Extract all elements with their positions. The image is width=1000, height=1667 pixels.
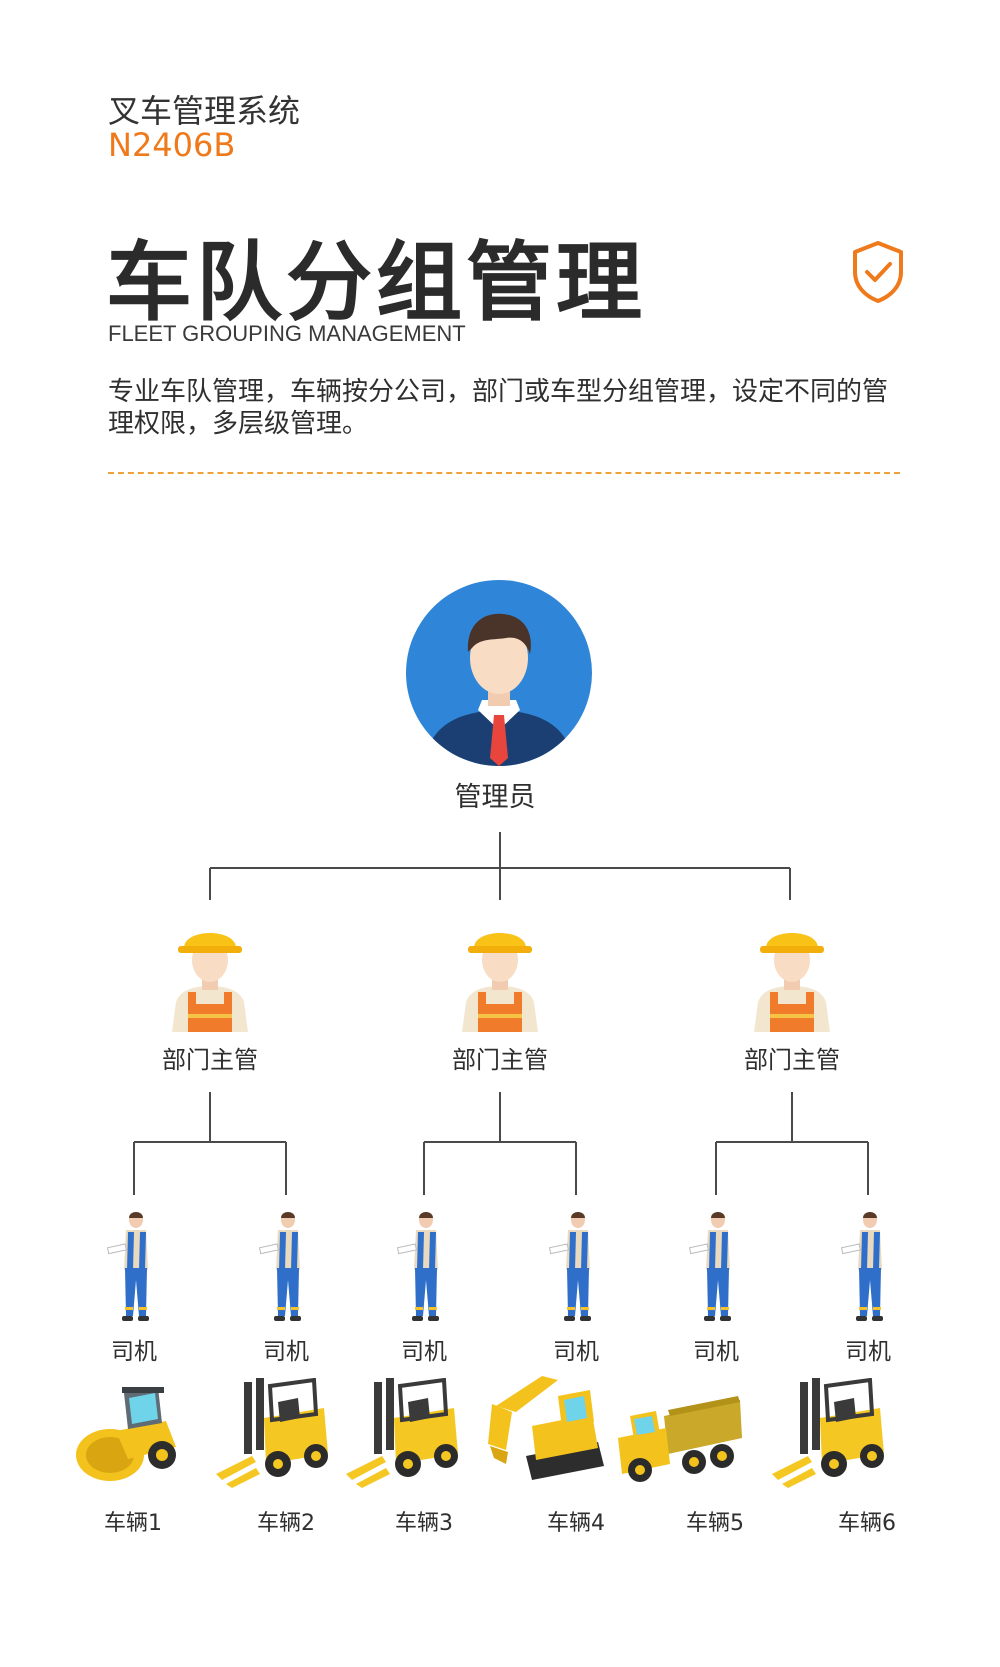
driver-label: 司机 bbox=[401, 1339, 447, 1365]
supervisor-label: 部门主管 bbox=[744, 1046, 840, 1074]
dashed-divider bbox=[108, 472, 900, 474]
supervisor-label: 部门主管 bbox=[162, 1046, 258, 1074]
driver-label: 司机 bbox=[553, 1339, 599, 1365]
excavator-icon bbox=[488, 1376, 604, 1480]
forklift-icon bbox=[216, 1378, 328, 1488]
driver-label: 司机 bbox=[263, 1339, 309, 1365]
driver-icon bbox=[396, 1212, 439, 1321]
page-description: 专业车队管理，车辆按分公司，部门或车型分组管理，设定不同的管理权限，多层级管理。 bbox=[108, 377, 889, 439]
supervisor-label: 部门主管 bbox=[452, 1046, 548, 1074]
shield-check-icon bbox=[853, 241, 903, 303]
worker-hardhat-icon bbox=[172, 933, 248, 1032]
driver-icon bbox=[548, 1212, 591, 1321]
driver-icon bbox=[688, 1212, 731, 1321]
driver-icon bbox=[258, 1212, 301, 1321]
driver-label: 司机 bbox=[845, 1339, 891, 1365]
vehicle-label: 车辆6 bbox=[838, 1511, 896, 1536]
manager-avatar-icon bbox=[406, 580, 592, 766]
driver-label: 司机 bbox=[693, 1339, 739, 1365]
vehicle-label: 车辆3 bbox=[395, 1511, 453, 1536]
system-title: 叉车管理系统 bbox=[108, 92, 301, 130]
forklift-icon bbox=[772, 1378, 884, 1488]
model-code: N2406B bbox=[108, 126, 236, 164]
worker-hardhat-icon bbox=[462, 933, 538, 1032]
driver-icon bbox=[106, 1212, 149, 1321]
road-roller-icon bbox=[76, 1387, 176, 1481]
vehicle-label: 车辆2 bbox=[257, 1511, 315, 1536]
page-subtitle: FLEET GROUPING MANAGEMENT bbox=[108, 321, 466, 346]
vehicle-label: 车辆5 bbox=[686, 1511, 744, 1536]
dump-truck-icon bbox=[618, 1396, 742, 1482]
forklift-icon bbox=[346, 1378, 458, 1488]
admin-label: 管理员 bbox=[454, 782, 536, 813]
page-title: 车队分组管理 bbox=[106, 233, 646, 333]
vehicle-label: 车辆4 bbox=[547, 1511, 605, 1536]
vehicle-label: 车辆1 bbox=[104, 1511, 162, 1536]
worker-hardhat-icon bbox=[754, 933, 830, 1032]
driver-label: 司机 bbox=[111, 1339, 157, 1365]
driver-icon bbox=[840, 1212, 883, 1321]
